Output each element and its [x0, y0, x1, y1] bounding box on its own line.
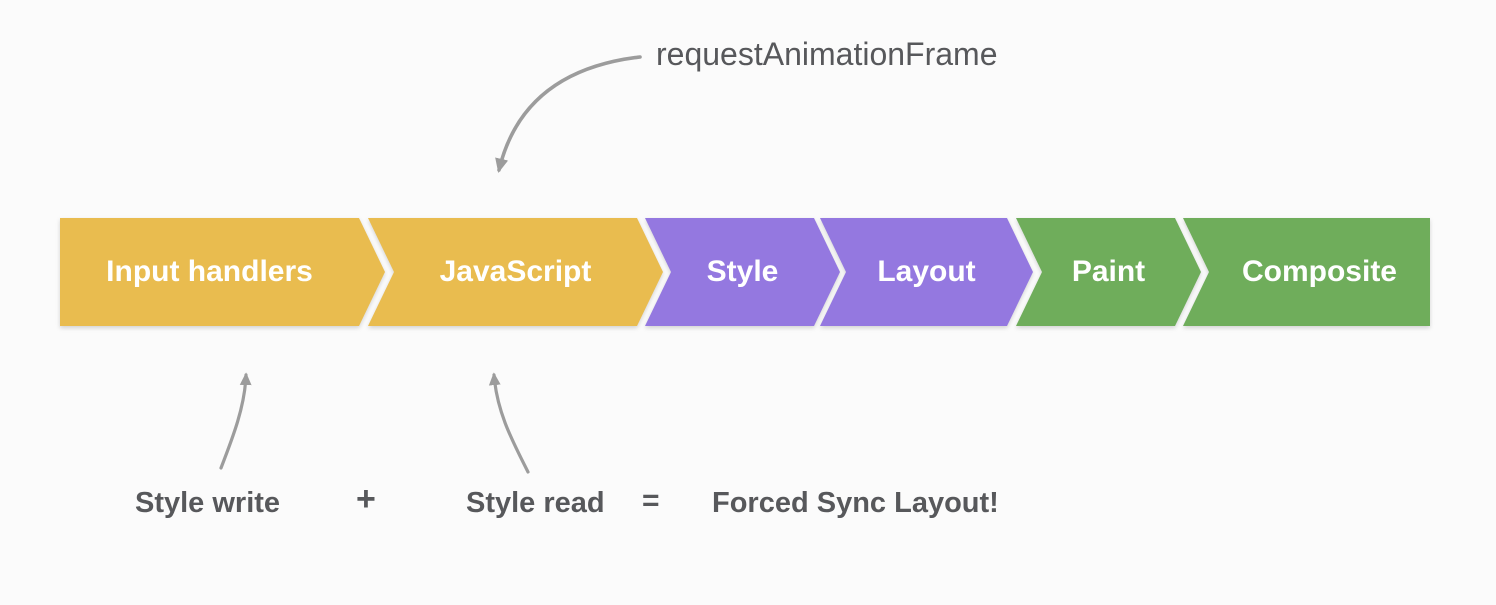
segment-label: Layout [877, 255, 976, 288]
pipeline-segment-input-handlers: Input handlers [60, 218, 385, 326]
style-read-arrow [488, 372, 530, 474]
chevron-shape: Input handlers [60, 218, 385, 326]
style-write-arrow [219, 372, 252, 470]
chevron-shape: Paint [1016, 218, 1201, 326]
pipeline-segment-style: Style [645, 218, 840, 326]
chevron-shape: JavaScript [368, 218, 663, 326]
pipeline-segment-javascript: JavaScript [368, 218, 663, 326]
forced-sync-layout-label: Forced Sync Layout! [712, 487, 999, 519]
equals-operator: = [642, 484, 660, 517]
segment-label: JavaScript [439, 255, 592, 288]
chevron-shape: Layout [820, 218, 1033, 326]
segment-label: Paint [1071, 255, 1146, 288]
segment-label: Input handlers [106, 255, 313, 288]
pipeline-segment-layout: Layout [820, 218, 1033, 326]
plus-operator: + [356, 480, 376, 518]
chevron-shape: Style [645, 218, 840, 326]
style-read-label: Style read [466, 487, 605, 519]
pipeline-segment-composite: Composite [1183, 218, 1430, 326]
segment-label: Composite [1241, 255, 1397, 288]
chevron-shape: Composite [1183, 218, 1430, 326]
pipeline-band: Input handlers JavaScript Style Layout P… [60, 218, 1430, 326]
raf-label: requestAnimationFrame [656, 36, 998, 72]
raf-arrow [495, 55, 642, 173]
style-write-label: Style write [135, 487, 281, 519]
segment-label: Style [706, 255, 779, 288]
pipeline-segment-paint: Paint [1016, 218, 1201, 326]
